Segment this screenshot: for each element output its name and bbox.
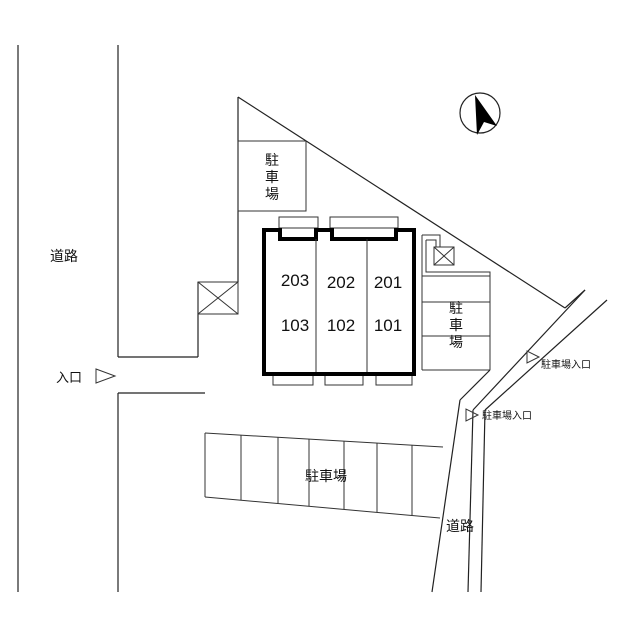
apartment-building	[262, 228, 416, 376]
road-right-east-edge-lower	[480, 409, 486, 593]
east-structure-inner	[426, 239, 437, 247]
unit-203: 203	[281, 271, 309, 290]
road-right-west-edge	[459, 369, 491, 401]
lot-boundary-diagonal	[237, 96, 566, 309]
unit-201: 201	[374, 273, 402, 292]
parking-south-label: 駐車場	[305, 468, 347, 485]
parking-east-char-1: 駐	[449, 301, 463, 317]
parking-entrance-upper-label: 駐車場入口	[541, 358, 591, 371]
unit-103: 103	[281, 316, 309, 335]
unit-202: 202	[327, 273, 355, 292]
entrance-label: 入口	[56, 371, 82, 386]
parking-east-char-2: 車	[449, 317, 463, 334]
parking-nw-char-3: 場	[265, 187, 279, 203]
parking-south	[204, 432, 444, 519]
parking-nw-char-1: 駐	[265, 153, 279, 169]
road-right-north-edge	[472, 289, 586, 411]
utility-box-east-icon	[433, 246, 455, 266]
road-left-label: 道路	[50, 249, 78, 265]
unit-102: 102	[327, 316, 355, 335]
parking-entrance-lower-arrow-icon	[465, 408, 480, 422]
parking-east-char-3: 場	[449, 335, 463, 351]
utility-box-icon	[197, 281, 239, 315]
porch-tab-2	[329, 216, 399, 229]
north-arrow-icon	[459, 92, 501, 135]
porch-tab-1	[278, 216, 319, 229]
parking-nw	[237, 140, 307, 212]
parking-entrance-upper-arrow-icon	[526, 350, 541, 364]
road-right-east-edge	[467, 409, 474, 593]
road-right-west-edge-lower	[431, 399, 461, 593]
entrance-arrow-icon	[95, 368, 117, 384]
road-bottom-label: 道路	[446, 519, 474, 535]
parking-east	[421, 275, 491, 371]
road-right-far-edge	[484, 299, 608, 411]
parking-entrance-lower-label: 駐車場入口	[482, 409, 532, 422]
east-structure-outer	[422, 234, 441, 247]
parking-nw-char-2: 車	[265, 169, 279, 186]
east-structure-ledge	[425, 240, 491, 276]
unit-101: 101	[374, 316, 402, 335]
